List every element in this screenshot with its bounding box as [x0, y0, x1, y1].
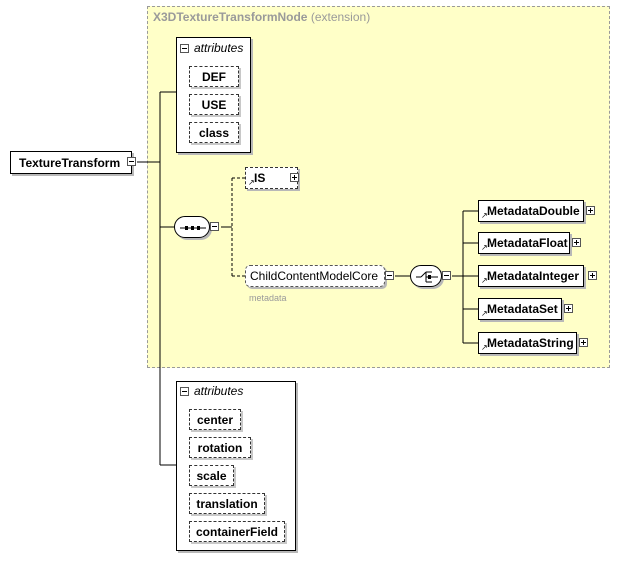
choice-compositor-icon: [416, 271, 438, 283]
extension-title: X3DTextureTransformNode (extension): [153, 10, 370, 24]
reference-arrow-icon: ↗: [248, 178, 255, 187]
attribute-use[interactable]: USE: [189, 94, 239, 115]
child-group-label: ChildContentModelCore: [250, 269, 379, 283]
metadata-node-float[interactable]: MetadataFloat ↗: [478, 232, 570, 254]
metadata-node-label: MetadataFloat: [487, 236, 568, 250]
bottom-attributes-heading: attributes: [194, 384, 244, 398]
attribute-center[interactable]: center: [189, 409, 241, 430]
minus-icon[interactable]: [180, 44, 189, 53]
reference-arrow-icon: ↗: [481, 309, 488, 318]
child-content-model-core-group[interactable]: ChildContentModelCore: [245, 265, 385, 287]
attribute-containerfield[interactable]: containerField: [189, 521, 285, 542]
metadata-node-label: MetadataDouble: [487, 204, 580, 218]
child-group-note: metadata: [249, 293, 287, 303]
plus-icon[interactable]: [586, 206, 595, 215]
top-attributes-heading: attributes: [194, 41, 244, 55]
metadata-node-label: MetadataSet: [487, 302, 558, 316]
minus-icon[interactable]: [127, 157, 136, 166]
metadata-node-set[interactable]: MetadataSet ↗: [478, 298, 562, 320]
plus-icon[interactable]: [588, 271, 597, 280]
plus-icon[interactable]: [564, 304, 573, 313]
attribute-rotation[interactable]: rotation: [189, 437, 251, 458]
reference-arrow-icon: ↗: [481, 211, 488, 220]
metadata-node-label: MetadataString: [487, 336, 574, 350]
minus-icon[interactable]: [385, 271, 394, 280]
minus-icon[interactable]: [180, 387, 189, 396]
root-node-texturetransform[interactable]: TextureTransform: [10, 151, 132, 174]
sequence-compositor[interactable]: [174, 216, 210, 238]
sequence-compositor-icon: [180, 226, 206, 230]
is-node-label: IS: [254, 171, 266, 185]
attribute-scale[interactable]: scale: [189, 465, 234, 486]
root-node-label: TextureTransform: [19, 155, 121, 170]
minus-icon[interactable]: [210, 222, 219, 231]
attribute-translation[interactable]: translation: [189, 493, 265, 514]
metadata-node-double[interactable]: MetadataDouble ↗: [478, 200, 584, 222]
metadata-node-integer[interactable]: MetadataInteger ↗: [478, 265, 584, 287]
metadata-node-label: MetadataInteger: [487, 269, 580, 283]
metadata-node-string[interactable]: MetadataString ↗: [478, 332, 577, 354]
is-node[interactable]: IS ↗: [245, 167, 298, 189]
minus-icon[interactable]: [442, 271, 451, 280]
plus-icon[interactable]: [572, 238, 581, 247]
choice-compositor[interactable]: [410, 265, 442, 287]
attribute-class[interactable]: class: [189, 122, 239, 143]
plus-icon[interactable]: [579, 338, 588, 347]
extension-suffix: (extension): [310, 10, 371, 24]
plus-icon[interactable]: [290, 173, 299, 182]
reference-arrow-icon: ↗: [481, 243, 488, 252]
reference-arrow-icon: ↗: [481, 343, 488, 352]
attribute-def[interactable]: DEF: [189, 66, 239, 87]
extension-name: X3DTextureTransformNode: [153, 10, 308, 24]
reference-arrow-icon: ↗: [481, 276, 488, 285]
